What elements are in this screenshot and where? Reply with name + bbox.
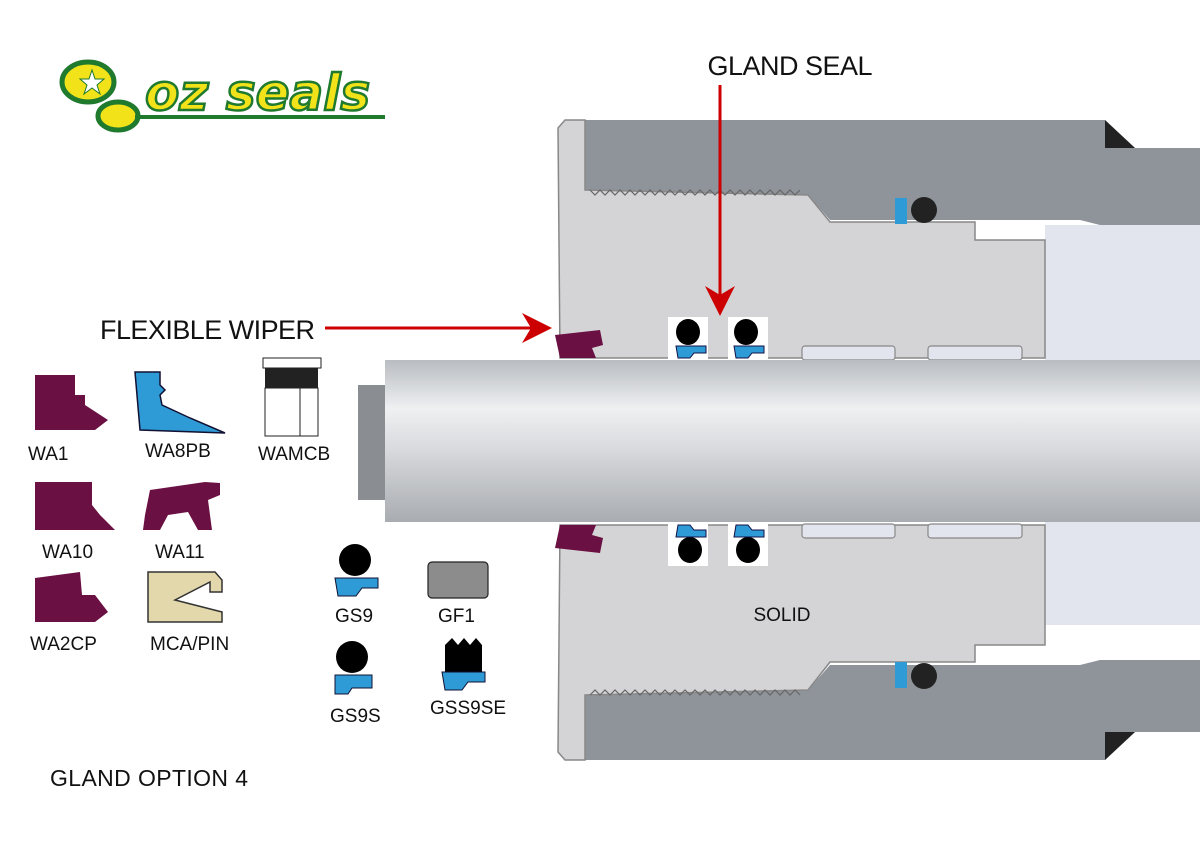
rod-end xyxy=(358,385,388,500)
wa11-label: WA11 xyxy=(155,542,205,563)
wa1-profile-icon xyxy=(35,375,108,430)
gland-seal-lower-1 xyxy=(668,524,708,566)
piston-rod xyxy=(385,360,1200,522)
wa2cp-profile-icon xyxy=(35,572,108,622)
mca-pin-profile-icon xyxy=(147,571,223,623)
wa8pb-label: WA8PB xyxy=(145,441,211,462)
gland-body-upper xyxy=(557,119,1046,359)
wamcb-profile-icon xyxy=(262,357,322,437)
gf1-profile-icon xyxy=(427,561,489,599)
wiper-seal-upper xyxy=(555,330,603,358)
wa2cp-label: WA2CP xyxy=(30,634,97,655)
gs9-label: GS9 xyxy=(335,606,373,627)
gs9s-profile-icon xyxy=(334,641,373,695)
wiper-seal-lower xyxy=(555,525,603,553)
gland-body-lower xyxy=(557,524,1046,761)
gs9s-label: GS9S xyxy=(330,706,381,727)
oz-seals-logo: oz seals xyxy=(59,59,385,133)
lower-housing xyxy=(585,660,1200,760)
static-o-ring-lower xyxy=(895,662,937,689)
upper-housing xyxy=(585,120,1200,225)
wa8pb-profile-icon xyxy=(134,371,226,434)
static-o-ring-upper xyxy=(895,197,937,224)
gf1-label: GF1 xyxy=(438,606,475,627)
mca-pin-label: MCA/PIN xyxy=(150,634,229,655)
gland-seal-upper-2 xyxy=(728,317,768,359)
wa1-label: WA1 xyxy=(28,444,68,465)
gland-seal-lower-2 xyxy=(728,524,768,566)
gs9-profile-icon xyxy=(334,544,379,597)
logo-text: oz seals xyxy=(145,64,370,122)
wamcb-label: WAMCB xyxy=(258,444,330,465)
gland-option-title: GLAND OPTION 4 xyxy=(50,765,248,791)
solid-label: SOLID xyxy=(753,605,810,626)
wa10-profile-icon xyxy=(35,482,115,530)
wa10-label: WA10 xyxy=(42,542,93,563)
gss9se-label: GSS9SE xyxy=(430,698,506,719)
wa11-profile-icon xyxy=(143,482,220,530)
gland-seal-upper-1 xyxy=(668,317,708,359)
flexible-wiper-label: FLEXIBLE WIPER xyxy=(100,315,315,345)
gss9se-profile-icon xyxy=(441,638,486,691)
gland-seal-label: GLAND SEAL xyxy=(708,51,873,81)
